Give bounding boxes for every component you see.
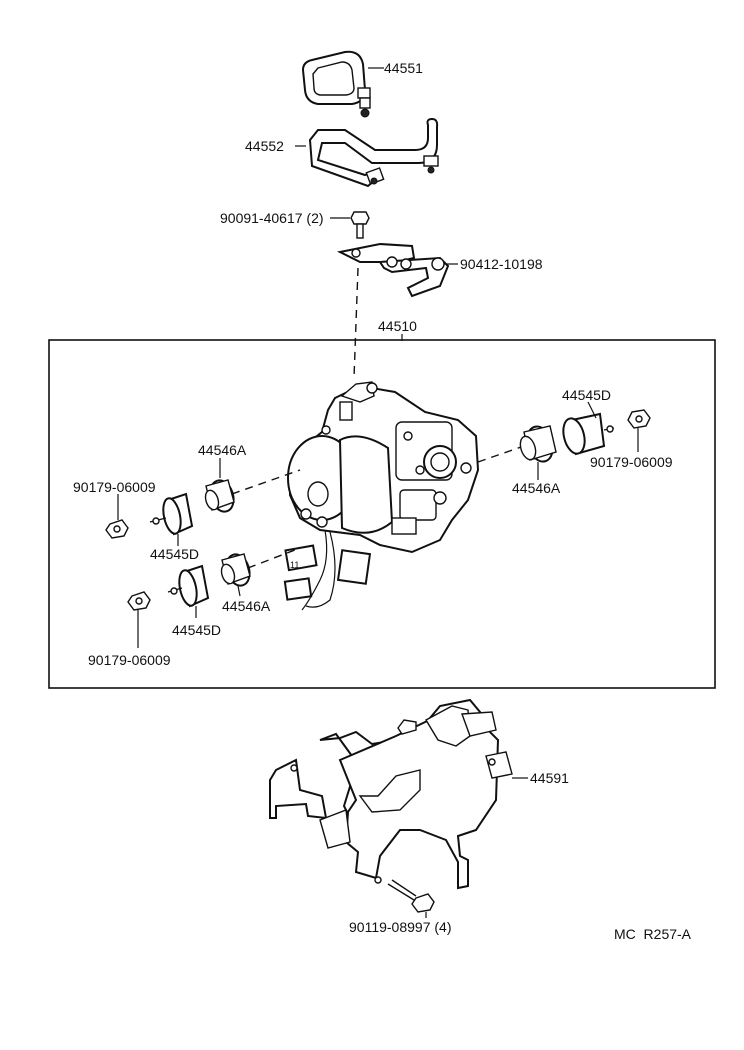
collar-left-bottom-44546A [220, 553, 251, 597]
callout-90179-06009-left-bottom: 90179-06009 [88, 652, 171, 668]
nut-left-bottom-90179-06009 [127, 591, 151, 648]
callout-44510: 44510 [378, 318, 417, 334]
nut-right-90179-06009 [627, 409, 651, 452]
callout-44545D-left-bottom: 44545D [172, 622, 221, 638]
callout-90179-06009-right: 90179-06009 [590, 454, 673, 470]
callout-44545D-right: 44545D [562, 387, 611, 403]
callout-90412-10198: 90412-10198 [460, 256, 543, 272]
diagram-code: MC R257-A [614, 926, 692, 942]
actuator-assembly-frame [48, 339, 716, 689]
callout-90091-40617: 90091-40617 (2) [220, 210, 324, 226]
bracket-90412-10198 [336, 242, 458, 298]
nut-left-top-90179-06009 [105, 494, 129, 539]
hose-44551 [301, 50, 384, 118]
callout-44551: 44551 [384, 60, 423, 76]
cushion-right-44545D [562, 401, 615, 456]
connector-tag: 11 [290, 560, 299, 570]
collar-right-44546A [519, 425, 557, 480]
cushion-left-bottom-44545D [167, 564, 210, 618]
bolt-90091-40617 [330, 211, 370, 239]
callout-44591: 44591 [530, 770, 569, 786]
collar-left-top-44546A [204, 458, 235, 513]
pipe-44552 [295, 117, 439, 188]
actuator-44510: 11 [283, 381, 480, 611]
callout-44546A-left-bottom: 44546A [222, 598, 271, 614]
bolt-90119-08997 [387, 879, 435, 918]
bracket-44591 [269, 698, 528, 890]
callout-44552: 44552 [245, 138, 284, 154]
callout-90119-08997: 90119-08997 (4) [349, 919, 451, 935]
callout-90179-06009-left-top: 90179-06009 [73, 479, 156, 495]
cushion-left-top-44545D [149, 492, 194, 546]
callout-44545D-left-top: 44545D [150, 546, 199, 562]
callout-44546A-right: 44546A [512, 480, 561, 496]
callout-44546A-left-top: 44546A [198, 442, 247, 458]
